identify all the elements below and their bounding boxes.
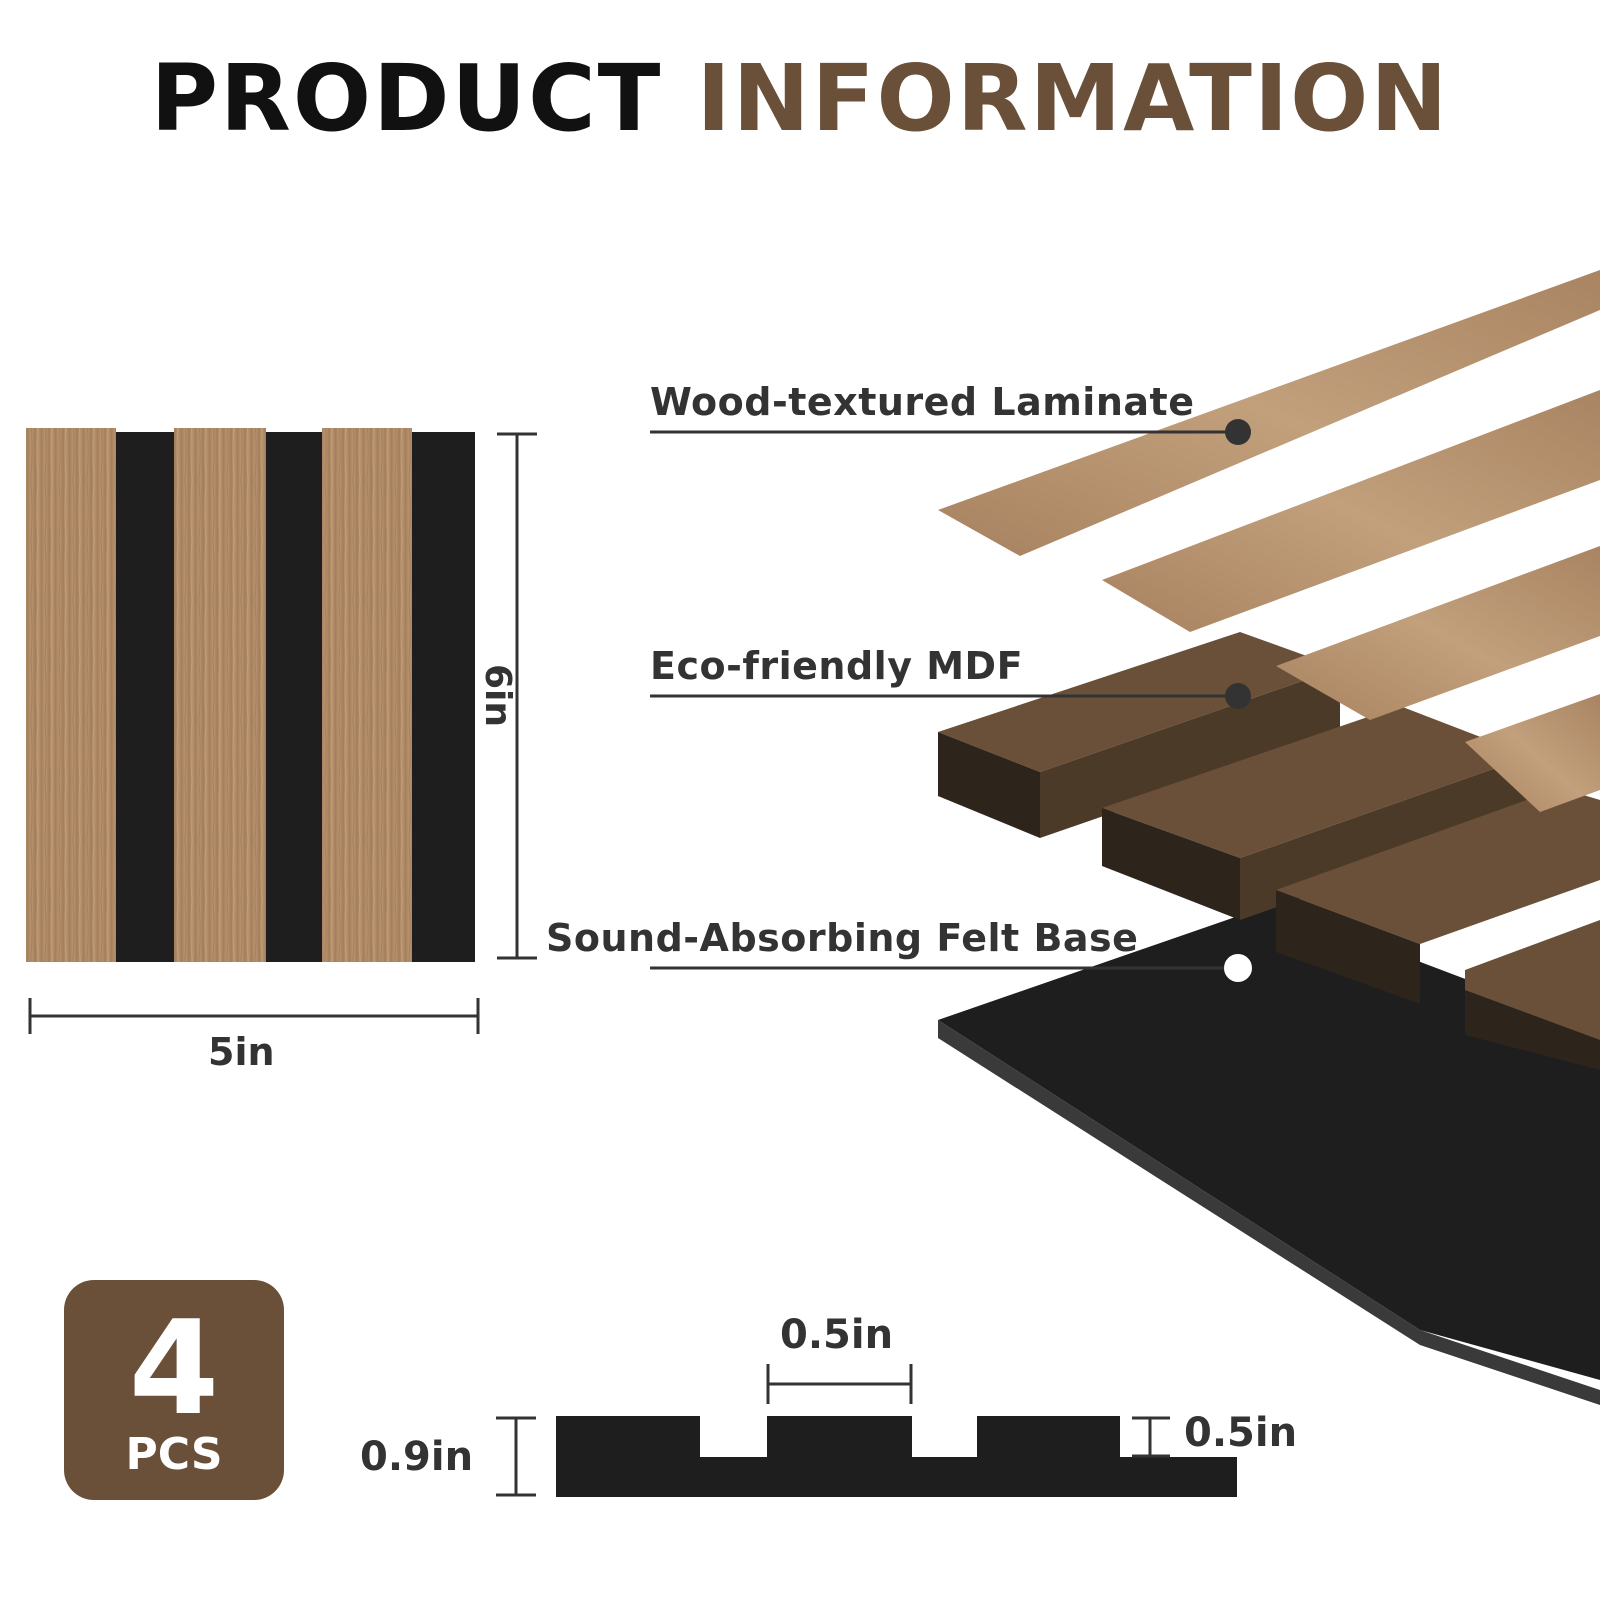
groove-depth-label: 0.5in: [1184, 1410, 1298, 1456]
felt-backing-front: [110, 432, 475, 962]
page-title: PRODUCT INFORMATION: [0, 44, 1600, 154]
exploded-mdf-boards: [938, 632, 1600, 1070]
slat-width-dimension-line: [766, 1364, 913, 1404]
slat-2: [174, 428, 266, 962]
exploded-felt-base: [938, 905, 1600, 1405]
callout-mdf: [650, 683, 1251, 709]
thickness-dimension-line: [496, 1416, 536, 1497]
title-word-information: INFORMATION: [696, 45, 1450, 152]
callout-dot-mdf: [1225, 683, 1251, 709]
thickness-label: 0.9in: [360, 1434, 474, 1480]
layer-label-felt: Sound-Absorbing Felt Base: [546, 916, 1139, 960]
quantity-count: 4: [128, 1292, 220, 1444]
front-panel-view: [26, 428, 475, 962]
panel-width-label: 5in: [208, 1030, 275, 1074]
slat-width-label: 0.5in: [780, 1312, 894, 1358]
callout-laminate: [650, 419, 1251, 445]
exploded-laminate-strips: [938, 270, 1600, 812]
callout-dot-felt: [1224, 954, 1252, 982]
layer-label-laminate: Wood-textured Laminate: [650, 380, 1195, 424]
quantity-unit: PCS: [125, 1429, 223, 1480]
callout-felt: [650, 954, 1252, 982]
height-dimension-line: [497, 432, 537, 960]
slat-1: [26, 428, 116, 962]
width-dimension-line: [28, 998, 480, 1034]
panel-height-label: 6in: [477, 664, 518, 728]
layer-label-mdf: Eco-friendly MDF: [650, 644, 1024, 688]
title-word-product: PRODUCT: [150, 45, 663, 152]
slat-3: [322, 428, 412, 962]
callout-dot-laminate: [1225, 419, 1251, 445]
cross-section-profile: [556, 1416, 1237, 1497]
quantity-badge: 4 PCS: [64, 1280, 284, 1500]
groove-depth-dimension-line: [1132, 1416, 1170, 1458]
